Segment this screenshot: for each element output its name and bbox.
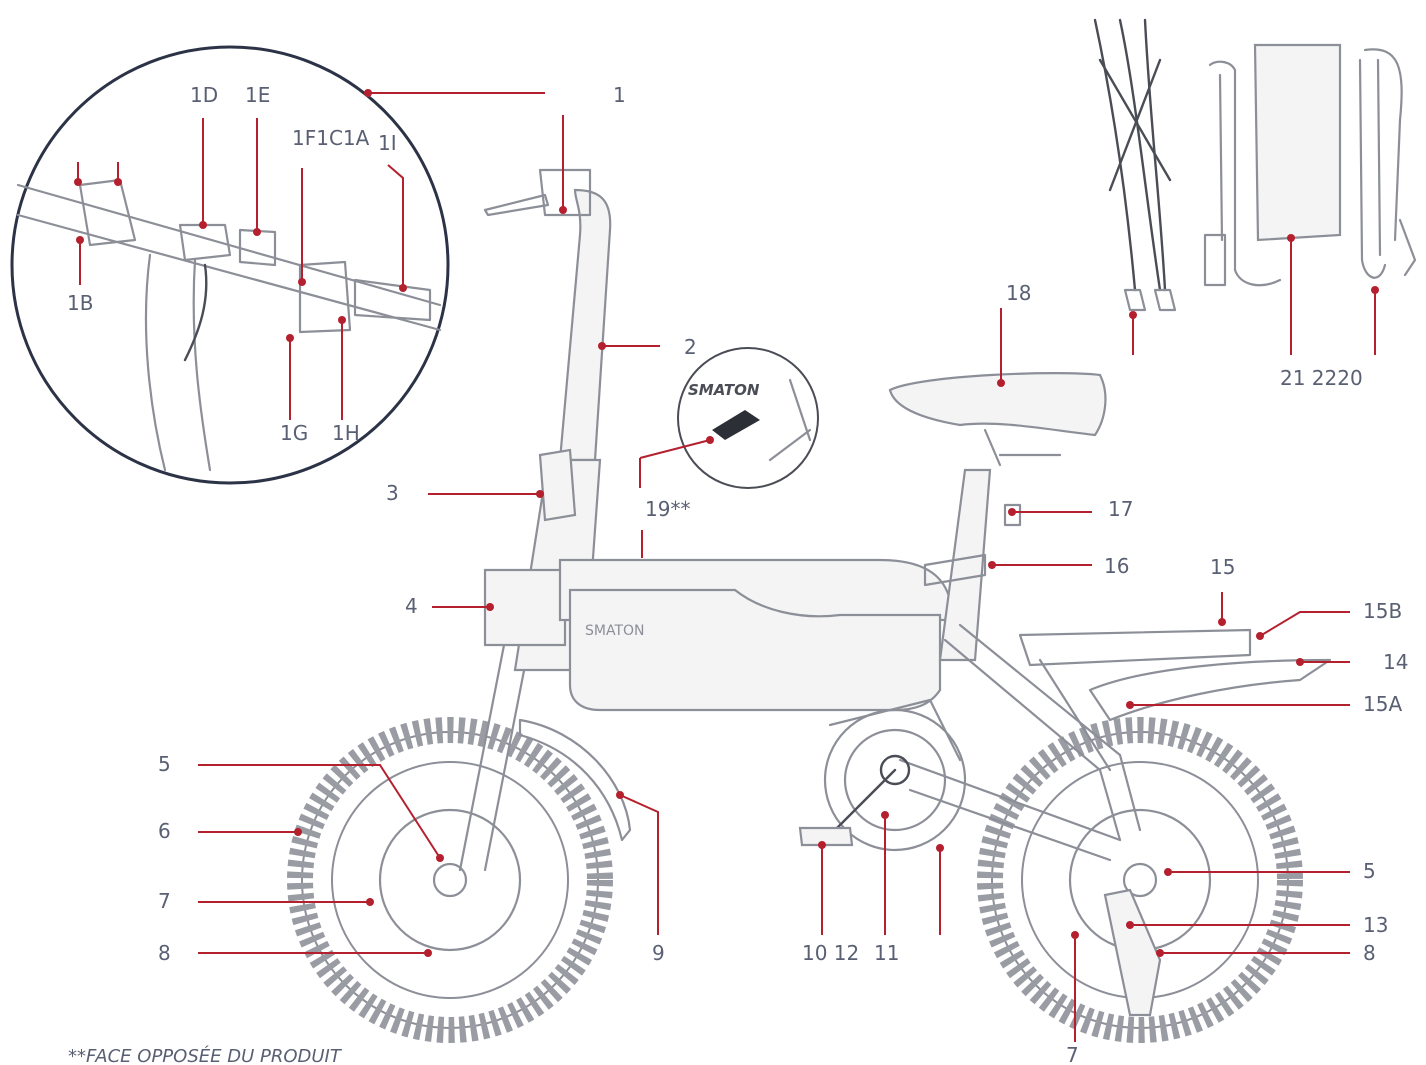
- callout-1b: 1B: [67, 291, 93, 315]
- callout-14: 14: [1383, 650, 1408, 674]
- callout-10-12: 10 12: [802, 941, 859, 965]
- callout-18: 18: [1006, 281, 1031, 305]
- callout-6: 6: [158, 819, 171, 843]
- callout-labels: 1 1D 1E 1F1C1A 1I 1B 1G 1H 2 3 4 5 6 7 8…: [67, 83, 1408, 1065]
- callout-9: 9: [652, 941, 665, 965]
- callout-15: 15: [1210, 555, 1235, 579]
- callout-7-rear: 7: [1066, 1043, 1079, 1065]
- callout-13: 13: [1363, 913, 1388, 937]
- callout-17: 17: [1108, 497, 1133, 521]
- battery-logo: SMATON: [585, 623, 645, 639]
- callout-3: 3: [386, 481, 399, 505]
- callout-11: 11: [874, 941, 899, 965]
- callout-1d: 1D: [190, 83, 218, 107]
- callout-8-rear: 8: [1363, 941, 1376, 965]
- callout-2: 2: [684, 335, 697, 359]
- callout-1h: 1H: [332, 421, 360, 445]
- callout-15b: 15B: [1363, 599, 1402, 623]
- callout-5-rear: 5: [1363, 859, 1376, 883]
- callout-4: 4: [405, 594, 418, 618]
- callout-21-22-20: 21 2220: [1280, 366, 1363, 390]
- leader-lines: [74, 89, 1379, 1042]
- callout-1: 1: [613, 83, 626, 107]
- callout-1i: 1I: [378, 131, 397, 155]
- opposite-side-detail-inset: SMATON: [677, 347, 819, 489]
- callout-1e: 1E: [245, 83, 270, 107]
- callout-1g: 1G: [280, 421, 308, 445]
- callout-5-front: 5: [158, 752, 171, 776]
- callout-8-front: 8: [158, 941, 171, 965]
- callout-7-front: 7: [158, 889, 171, 913]
- callout-15a: 15A: [1363, 692, 1402, 716]
- ebike-illustration: SMATON: [287, 168, 1332, 1043]
- footnote-opposite-side: **FACE OPPOSÉE DU PRODUIT: [68, 1045, 343, 1065]
- callout-16: 16: [1104, 554, 1129, 578]
- inset-logo: SMATON: [688, 381, 760, 399]
- callout-19: 19**: [645, 497, 690, 521]
- accessories-illustration: [1093, 18, 1417, 312]
- handlebar-detail-inset: [10, 45, 450, 485]
- callout-1f1c1a: 1F1C1A: [292, 126, 370, 150]
